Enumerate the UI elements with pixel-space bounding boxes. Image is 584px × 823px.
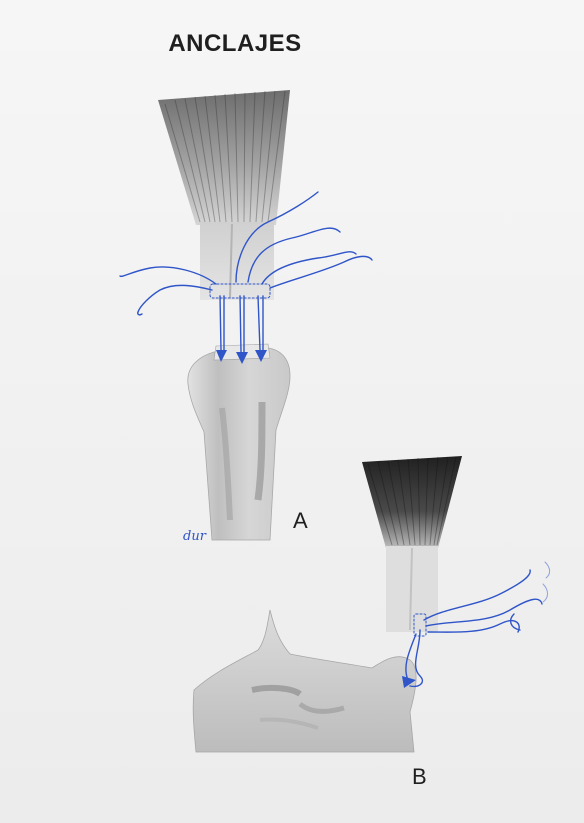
artist-signature: dur	[183, 529, 206, 544]
panel-a-label: A	[293, 508, 308, 534]
panel-b-label: B	[412, 764, 427, 790]
bone-b-icon	[193, 610, 416, 752]
panel-a	[120, 90, 372, 540]
tendon-b-icon	[362, 456, 462, 632]
bone-a-icon	[188, 344, 290, 540]
figure-title: ANCLAJES	[0, 30, 470, 58]
